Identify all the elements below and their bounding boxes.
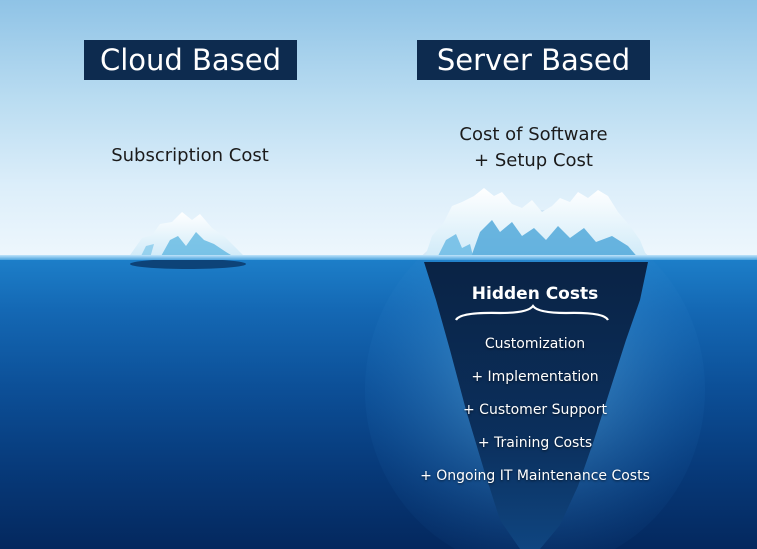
hidden-costs-brace xyxy=(455,304,609,321)
hidden-cost-item: + Customer Support xyxy=(463,402,607,418)
waterline xyxy=(0,255,757,260)
small-iceberg-shade xyxy=(160,232,236,258)
cost-of-software-label: Cost of Software xyxy=(459,124,608,145)
small-iceberg xyxy=(128,212,246,269)
hidden-cost-item: + Training Costs xyxy=(477,435,593,451)
big-iceberg-top xyxy=(424,188,648,260)
small-iceberg-shade-2 xyxy=(140,244,154,258)
hidden-costs-title: Hidden Costs xyxy=(471,284,599,304)
hidden-cost-item: + Ongoing IT Maintenance Costs xyxy=(420,468,650,484)
hidden-cost-item: Customization xyxy=(484,336,586,352)
big-iceberg-underwater xyxy=(424,262,648,549)
cloud-based-heading: Cloud Based xyxy=(84,40,297,80)
big-iceberg-shade-2 xyxy=(436,234,474,260)
subscription-cost-label: Subscription Cost xyxy=(111,145,269,166)
setup-cost-label: + Setup Cost xyxy=(474,150,593,171)
server-based-heading: Server Based xyxy=(417,40,650,80)
hidden-cost-item: + Implementation xyxy=(471,369,599,385)
small-iceberg-base xyxy=(130,259,246,269)
big-iceberg-shade xyxy=(470,220,640,260)
